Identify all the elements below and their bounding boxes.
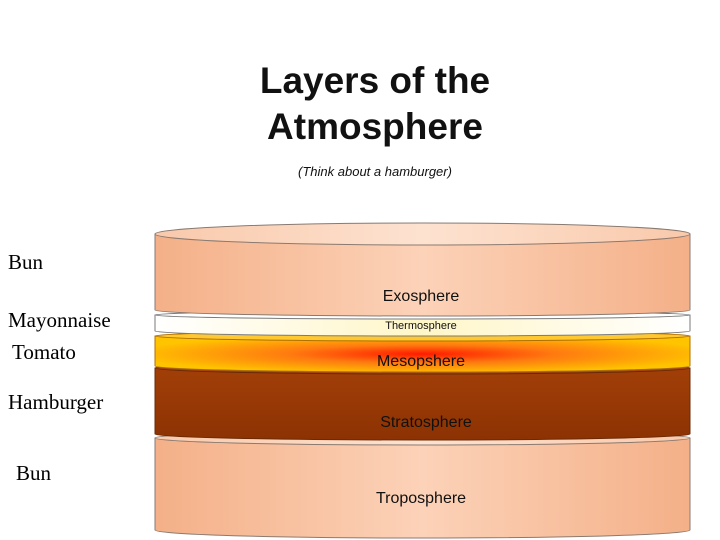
exosphere-layer: [154, 222, 691, 317]
troposphere-label: Troposphere: [375, 490, 467, 507]
exosphere-label: Exosphere: [382, 288, 460, 305]
page-subtitle: (Think about a hamburger): [298, 164, 452, 179]
stratosphere-label: Stratosphere: [380, 414, 472, 431]
thermosphere-label: Thermosphere: [385, 320, 457, 332]
troposphere-layer: [154, 430, 691, 539]
label-tomato: Tomato: [12, 340, 76, 364]
page-title: Layers of the Atmosphere: [259, 60, 491, 147]
label-top-bun: Bun: [8, 250, 44, 274]
mesosphere-label: Mesopshere: [376, 353, 466, 370]
label-hamburger: Hamburger: [8, 390, 104, 414]
label-bottom-bun: Bun: [16, 461, 52, 485]
label-mayonnaise: Mayonnaise: [8, 308, 111, 332]
